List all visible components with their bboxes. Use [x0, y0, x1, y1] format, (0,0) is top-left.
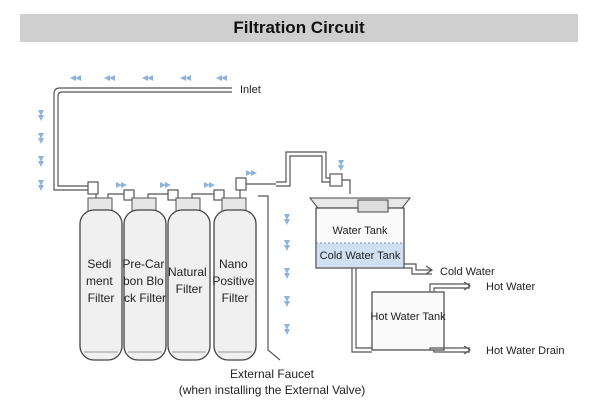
hot-water-pipe	[429, 281, 472, 292]
external-valve-note: (when installing the External Valve)	[179, 383, 366, 397]
manifold-flow-arrows	[116, 170, 257, 188]
tank-feed-flow-arrows	[338, 160, 344, 171]
cold-water-pipe	[404, 263, 434, 275]
filter-nano-positive	[213, 197, 257, 361]
inlet-pipe	[53, 87, 232, 191]
water-tank-label: Water Tank	[332, 225, 388, 237]
filter-label-sediment: Sedi ment Filter	[86, 257, 116, 305]
cold-water-label: Cold Water	[440, 266, 495, 278]
inlet-label: Inlet	[240, 84, 261, 96]
external-faucet-flow-arrows	[284, 214, 290, 335]
filter-natural	[167, 197, 211, 361]
tank-feed-pipe	[276, 151, 351, 194]
title-bar: Filtration Circuit	[20, 14, 578, 42]
diagram-title: Filtration Circuit	[233, 18, 365, 37]
filter-sediment	[79, 197, 123, 361]
filter-manifold	[87, 177, 276, 201]
filter-pre-carbon-block	[123, 197, 167, 361]
hot-water-tank	[371, 291, 445, 351]
filter-label-natural: Natural Filter	[168, 265, 210, 296]
external-faucet-pipe	[258, 195, 281, 361]
hot-water-drain-label: Hot Water Drain	[486, 345, 564, 357]
filter-label-pre-carbon-block: Pre-Car bon Blo ck Filter	[122, 257, 167, 305]
hot-water-drain-pipe	[429, 345, 472, 355]
hot-water-tank-label: Hot Water Tank	[370, 311, 446, 323]
external-faucet-label: External Faucet	[230, 367, 315, 381]
water-tank	[308, 197, 412, 269]
hot-water-label: Hot Water	[486, 281, 535, 293]
cold-water-tank-label: Cold Water Tank	[320, 250, 401, 262]
filter-label-nano-positive: Nano Positive Filter	[212, 257, 257, 305]
hot-tank-feed-pipe	[351, 268, 372, 353]
inlet-flow-arrows	[38, 75, 227, 191]
